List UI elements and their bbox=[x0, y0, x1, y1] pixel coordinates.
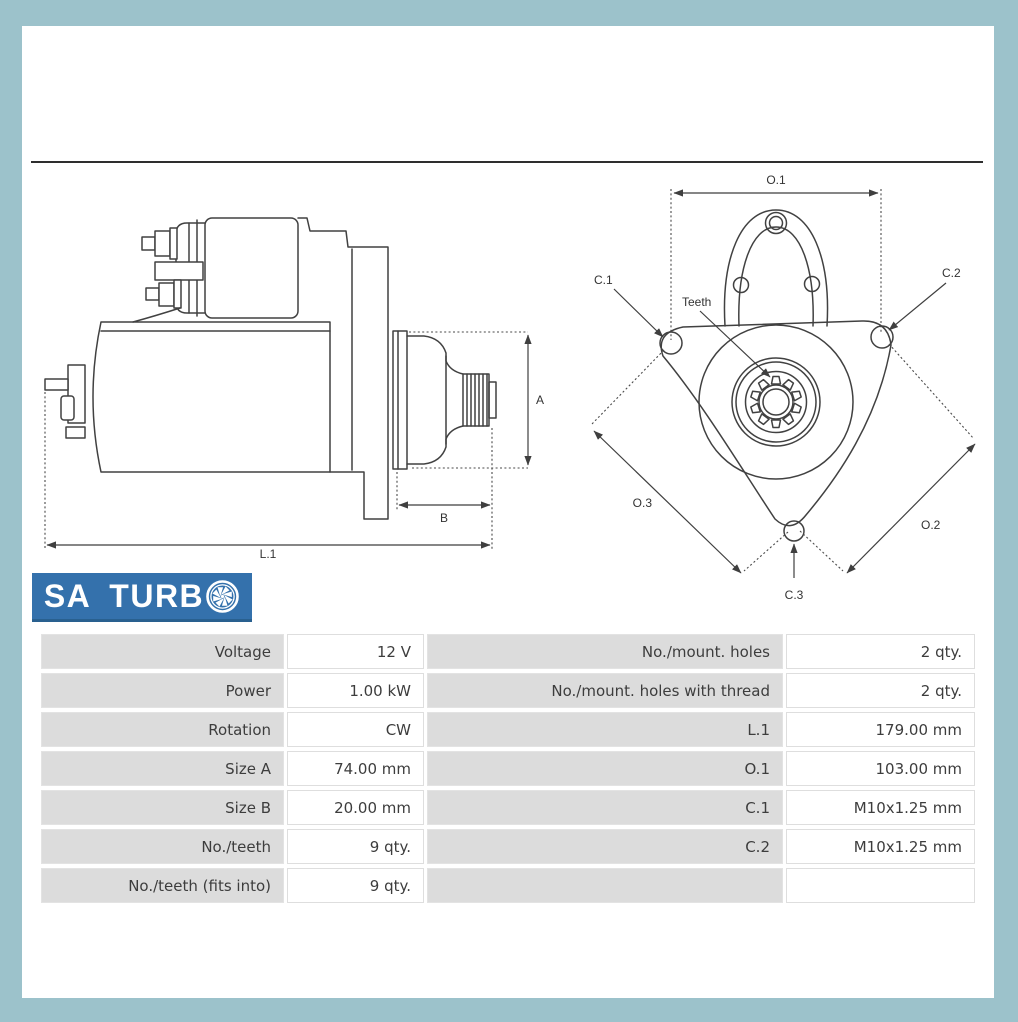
spec-value: CW bbox=[287, 712, 424, 747]
spec-value: M10x1.25 mm bbox=[786, 829, 975, 864]
brand-logo-text-sa: SA bbox=[43, 577, 92, 614]
spec-label: O.1 bbox=[427, 751, 783, 786]
spec-label: No./mount. holes with thread bbox=[427, 673, 783, 708]
brand-logo-text-turb: TURB bbox=[109, 577, 205, 614]
spec-label: No./mount. holes bbox=[427, 634, 783, 669]
spec-label: Size B bbox=[41, 790, 284, 825]
spec-label: Rotation bbox=[41, 712, 284, 747]
spec-label: L.1 bbox=[427, 712, 783, 747]
spec-label: No./teeth bbox=[41, 829, 284, 864]
spec-value: 20.00 mm bbox=[287, 790, 424, 825]
spec-label: Power bbox=[41, 673, 284, 708]
turbo-fan-icon bbox=[206, 580, 239, 613]
spec-value: 103.00 mm bbox=[786, 751, 975, 786]
spec-value: 179.00 mm bbox=[786, 712, 975, 747]
spec-label: No./teeth (fits into) bbox=[41, 868, 284, 903]
spec-table: Voltage 12 V No./mount. holes 2 qty. Pow… bbox=[41, 634, 975, 903]
brand-logo: SA TURB bbox=[32, 573, 252, 622]
spec-value: 9 qty. bbox=[287, 868, 424, 903]
spec-value: 2 qty. bbox=[786, 634, 975, 669]
spec-value: 9 qty. bbox=[287, 829, 424, 864]
spec-value: 74.00 mm bbox=[287, 751, 424, 786]
spec-value: M10x1.25 mm bbox=[786, 790, 975, 825]
spec-label: C.1 bbox=[427, 790, 783, 825]
spec-value: 2 qty. bbox=[786, 673, 975, 708]
spec-label: C.2 bbox=[427, 829, 783, 864]
spec-label: Voltage bbox=[41, 634, 284, 669]
top-divider bbox=[31, 161, 983, 163]
spec-label: Size A bbox=[41, 751, 284, 786]
spec-value: 12 V bbox=[287, 634, 424, 669]
spec-value: 1.00 kW bbox=[287, 673, 424, 708]
spec-label bbox=[427, 868, 783, 903]
spec-value bbox=[786, 868, 975, 903]
